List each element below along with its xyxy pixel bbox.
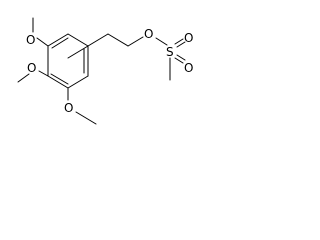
bond [17,73,30,83]
ring-bond [47,33,69,47]
bond [87,33,109,47]
oxygen-atom-label: O [184,61,193,75]
bond [36,37,49,47]
bond [107,33,129,47]
bond [38,70,49,77]
ring-bond [67,33,89,47]
oxygen-atom-label: O [26,33,35,47]
bond [155,37,168,46]
benzene-ring [47,33,89,89]
oxygen-atom-label: O [144,27,153,41]
bond [127,36,144,47]
sulfonyl-double-bond [174,57,184,64]
ring-bond [67,45,89,59]
oxygen-atom-label: O [64,101,73,115]
ring-bond [47,75,69,89]
chemical-structure: O O O O S O O [17,17,193,125]
oxygen-atom-label: O [184,31,193,45]
sulfonyl-double-bond [176,41,186,48]
ring-double-bond [51,37,69,49]
sulfur-atom-label: S [166,45,174,59]
oxygen-atom-label: O [27,61,36,75]
ring-double-bond [50,73,69,85]
ring-bond [67,75,89,89]
sulfonyl-double-bond [174,38,184,45]
sulfonyl-double-bond [176,54,186,61]
bond [75,111,97,125]
